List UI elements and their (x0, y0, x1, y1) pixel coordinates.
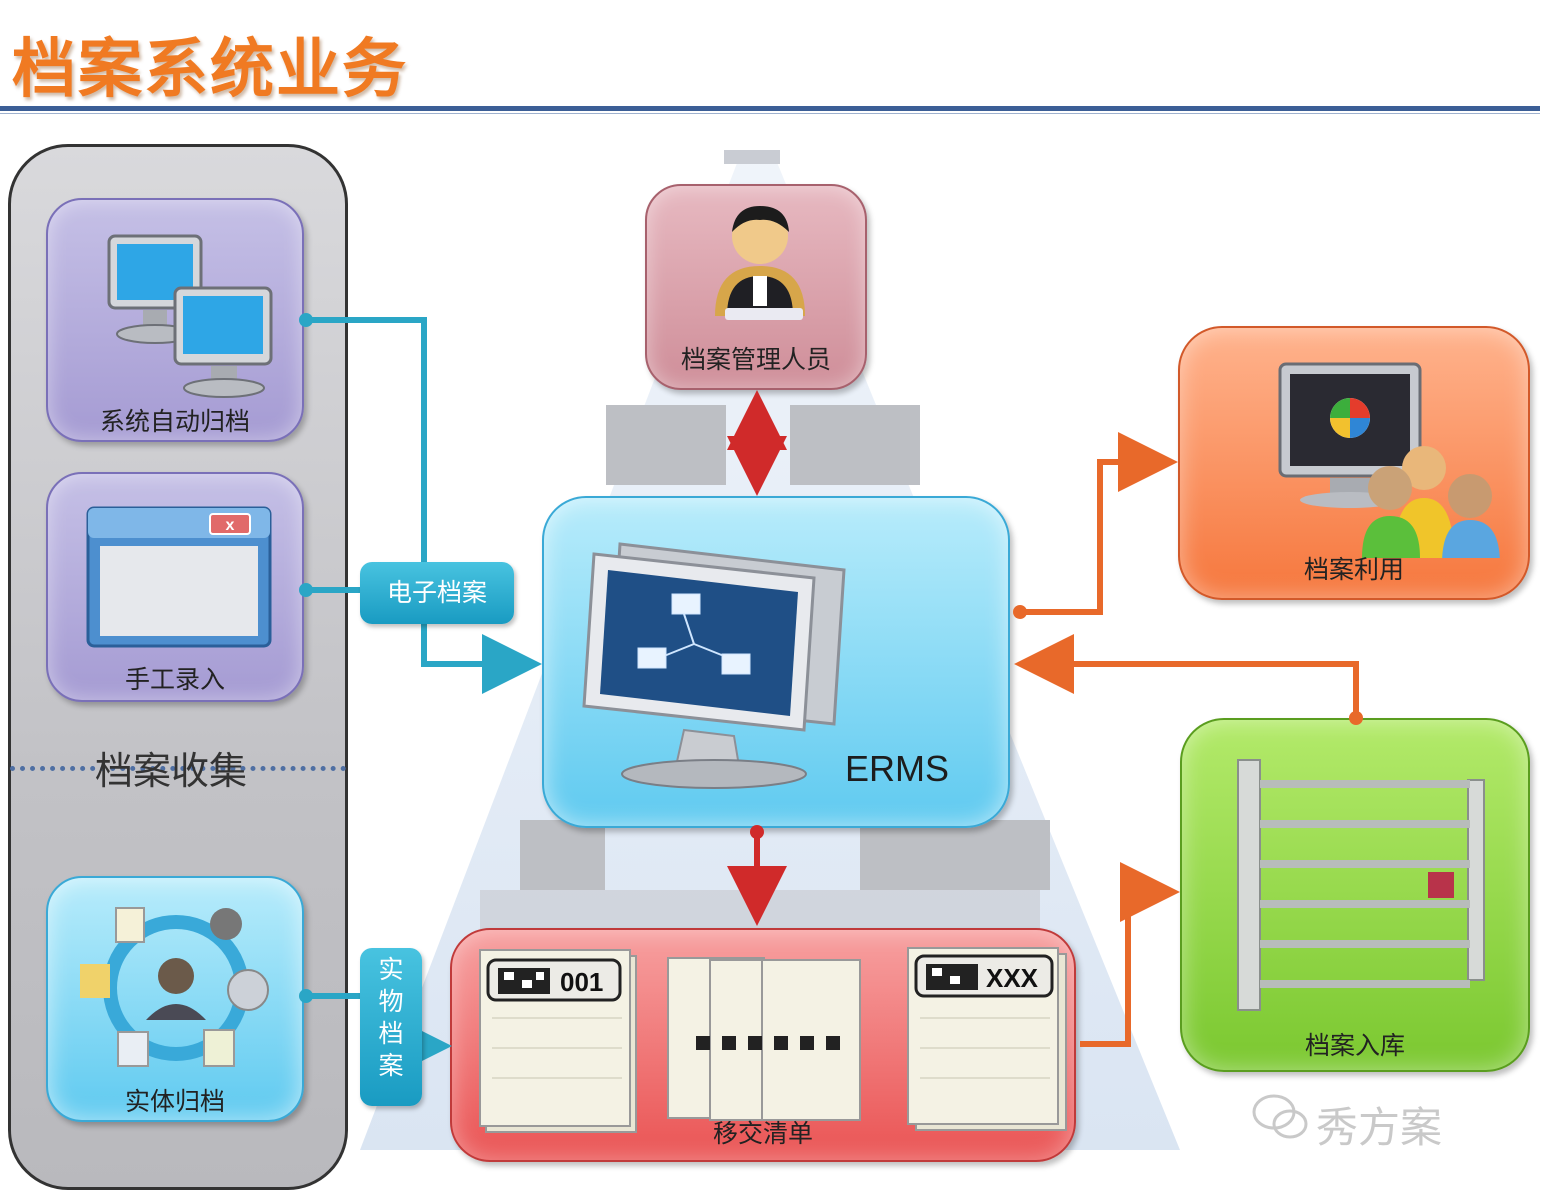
section-separator (10, 766, 346, 771)
transfer-documents-icon: 001 XXX (479, 947, 1067, 1133)
erms-card[interactable] (542, 496, 1010, 828)
physical-tag-char: 实 (378, 955, 404, 984)
erms-monitor-icon (582, 542, 846, 789)
title-rule-thin (0, 113, 1540, 114)
manager-label: 档案管理人员 (680, 345, 831, 374)
svg-text:x: x (226, 517, 235, 534)
physical-archive-tag: 实 物 档 案 (360, 948, 422, 1106)
orange-arrow-transfer-storage (1080, 862, 1180, 1047)
usage-card[interactable]: 档案利用 (1178, 326, 1530, 600)
physical-tag-char: 物 (378, 987, 404, 1016)
shelves-icon (1237, 759, 1485, 1011)
manual-entry-label: 手工录入 (124, 665, 225, 694)
usage-label: 档案利用 (1303, 555, 1404, 584)
page-title: 档案系统业务 (12, 33, 408, 107)
computers-icon (107, 234, 273, 398)
red-arrow-erms-transfer (727, 825, 787, 926)
usage-people-icon (1278, 362, 1500, 558)
auto-archive-label: 系统自动归档 (99, 407, 250, 436)
physical-archive-label: 实体归档 (124, 1087, 225, 1116)
erms-label: ERMS (845, 748, 950, 789)
orange-arrow-erms-usage (1013, 432, 1178, 619)
storage-card[interactable]: 档案入库 (1180, 718, 1530, 1072)
manager-card[interactable]: 档案管理人员 (645, 184, 867, 390)
manual-entry-card[interactable]: x 手工录入 (46, 472, 304, 702)
physical-tag-char: 案 (378, 1051, 404, 1080)
auto-archive-card[interactable]: 系统自动归档 (46, 198, 304, 442)
electronic-archive-tag: 电子档案 (360, 562, 514, 624)
teal-connector-manual (299, 583, 362, 597)
physical-archive-card[interactable]: 实体归档 (46, 876, 304, 1122)
window-icon: x (86, 506, 272, 648)
transfer-label: 移交清单 (712, 1119, 813, 1148)
orange-arrow-storage-erms (1014, 634, 1363, 725)
wechat-logo-icon (1252, 1094, 1308, 1139)
transfer-card[interactable]: 001 XXX 移交清单 (450, 928, 1076, 1162)
first-badge-number: 001 (560, 967, 603, 997)
teal-connector-auto (299, 313, 542, 694)
last-badge-number: XXX (986, 963, 1039, 993)
watermark-text: 秀方案 (1316, 1103, 1443, 1152)
manager-person-icon (715, 206, 805, 320)
physical-tag-char: 档 (378, 1019, 404, 1048)
storage-label: 档案入库 (1304, 1031, 1405, 1060)
archive-items-icon (80, 907, 269, 1067)
teal-connector-physical (299, 989, 452, 1076)
title-rule (0, 106, 1540, 111)
collection-section-label: 档案收集 (95, 749, 248, 793)
